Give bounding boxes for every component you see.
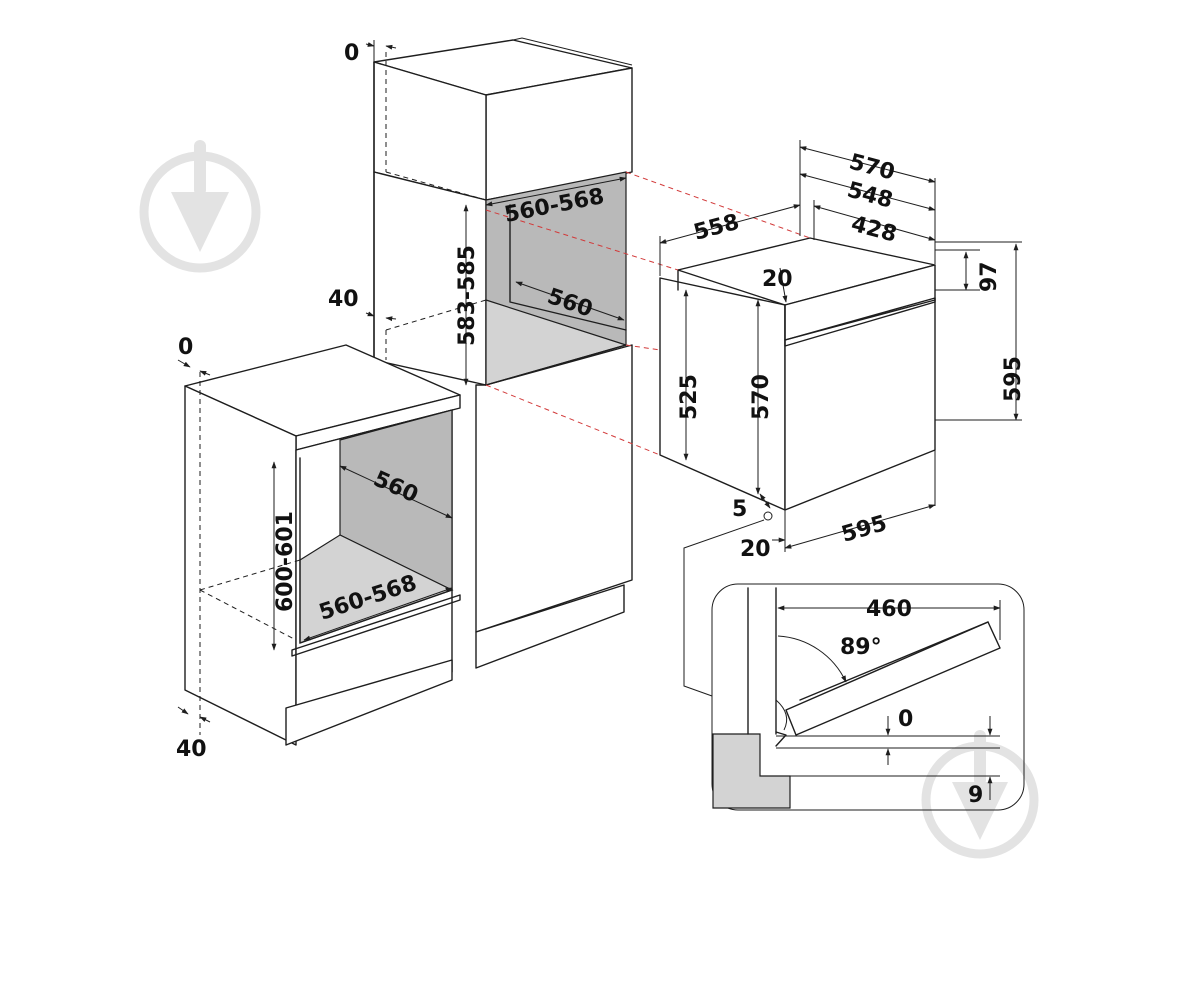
watermark-icon-right: [921, 730, 1039, 859]
oven-side-height-label: 525: [677, 374, 702, 420]
watermark-icon-left: [139, 140, 261, 273]
door-clearance-bottom-label: 9: [968, 783, 983, 808]
door-angle-label: 89°: [840, 635, 882, 660]
left-niche-height-label: 600-601: [273, 511, 298, 612]
tall-dims: [365, 40, 627, 386]
oven-depth-inner-label: 428: [848, 212, 899, 248]
door-length-label: 460: [866, 597, 912, 622]
oven-body-height-label: 570: [749, 374, 774, 420]
left-cabinet: [184, 344, 461, 746]
oven-front-width-label: 595: [839, 511, 890, 548]
oven-panel-offset-label: 20: [762, 267, 793, 292]
oven-front-height-label: 595: [1001, 356, 1026, 402]
oven-side-depth-label: 558: [691, 210, 742, 246]
oven-bottom-setback-label: 20: [740, 537, 771, 562]
left-top-clearance-label: 0: [178, 335, 193, 360]
tall-back-clearance-label: 40: [328, 287, 359, 312]
oven-panel-height-label: 97: [977, 261, 1002, 292]
tall-cabinet: [373, 37, 633, 669]
detail-open-door: [785, 621, 1001, 736]
detail-marker-icon: [763, 511, 773, 521]
oven: [659, 237, 936, 511]
door-detail: [683, 511, 1025, 811]
left-dims: [177, 359, 453, 723]
tall-niche-height-label: 583-585: [455, 245, 480, 346]
tall-top-clearance-label: 0: [344, 41, 359, 66]
oven-bottom-offset-label: 5: [732, 497, 747, 522]
left-bottom-clearance-label: 40: [176, 737, 207, 762]
door-clearance-top-label: 0: [898, 707, 913, 732]
oven-dims: [659, 140, 1022, 552]
detail-worktop: [712, 733, 791, 809]
